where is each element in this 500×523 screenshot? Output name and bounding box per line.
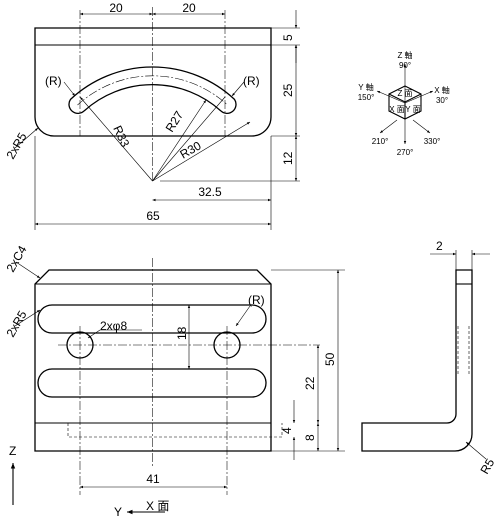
y-axis-label: Y 軸 — [358, 82, 373, 92]
dim-four: 4 — [280, 427, 294, 434]
x-face-label: X 面 — [389, 105, 405, 114]
dim-width-right: 20 — [182, 1, 196, 15]
radius-line-r30 — [152, 121, 251, 182]
top-view-outline — [34, 27, 272, 137]
hidden-line-side — [457, 326, 470, 376]
top-view: R33 R27 R30 (R) (R) 2xR5 20 20 5 25 12 3… — [3, 1, 300, 230]
z-angle-label: 90° — [399, 61, 411, 70]
chamfer-label: 2xC4 — [3, 243, 29, 275]
axis-z-label: Z — [9, 444, 16, 458]
z-axis-label: Z 軸 — [397, 50, 412, 60]
slot-end-label-left: (R) — [45, 74, 62, 88]
hole-spec-label: 2xφ8 — [100, 319, 127, 333]
dim-width-left: 20 — [109, 1, 123, 15]
dim-top: 5 — [281, 34, 295, 41]
dim-hole-spacing: 18 — [175, 326, 189, 340]
lower-slot — [37, 368, 267, 398]
corner-radius-label-front: 2xR5 — [3, 308, 29, 340]
front-view: 2xC4 2xR5 2xφ8 (R) 18 50 22 4 8 41 Z — [3, 243, 345, 519]
slot-end-label-right: (R) — [243, 74, 260, 88]
y-face-label: Y 面 — [405, 105, 420, 114]
arc-slot — [68, 66, 237, 115]
x-angle-label: 30° — [436, 96, 448, 105]
hidden-line-front — [67, 423, 283, 438]
dim-width-front: 41 — [146, 472, 160, 486]
radius-line-r27 — [152, 99, 207, 182]
radius-line-r33 — [79, 96, 153, 182]
dim-height: 50 — [323, 352, 337, 366]
slot-end-label-front: (R) — [248, 293, 265, 307]
dim-thickness: 2 — [436, 239, 443, 253]
axes-cube — [388, 85, 422, 120]
view-name-label: X 面 — [146, 499, 169, 513]
x-axis-arrow — [404, 90, 434, 104]
angle-330-label: 330° — [424, 137, 441, 146]
z-face-label: Z 面 — [397, 89, 412, 98]
dim-slot-bottom: 22 — [303, 376, 317, 390]
radius-label-r27: R27 — [163, 108, 187, 134]
dim-eight: 8 — [303, 434, 317, 441]
upper-slot — [37, 304, 267, 334]
y-angle-label: 150° — [358, 93, 375, 102]
y-axis-arrow — [376, 90, 406, 104]
axis-y-label: Y — [114, 505, 122, 519]
side-view-outline — [361, 269, 473, 452]
dim-bottom-gap: 12 — [281, 151, 295, 165]
x-axis-label: X 軸 — [434, 85, 450, 95]
angle-270-label: 270° — [397, 148, 414, 157]
dim-offset: 32.5 — [198, 185, 222, 199]
dim-slot-height: 25 — [281, 83, 295, 97]
dim-total-width: 65 — [146, 209, 160, 223]
angle-210-label: 210° — [372, 137, 389, 146]
front-view-outline — [34, 269, 272, 452]
axes-legend: Z 面 X 面 Y 面 Z 軸 90° Y 軸 150° X 軸 30° 210… — [358, 50, 450, 157]
bend-radius-label: R5 — [477, 456, 497, 477]
corner-radius-label-top: 2xR5 — [3, 130, 29, 162]
side-view: 2 R5 — [361, 239, 497, 477]
